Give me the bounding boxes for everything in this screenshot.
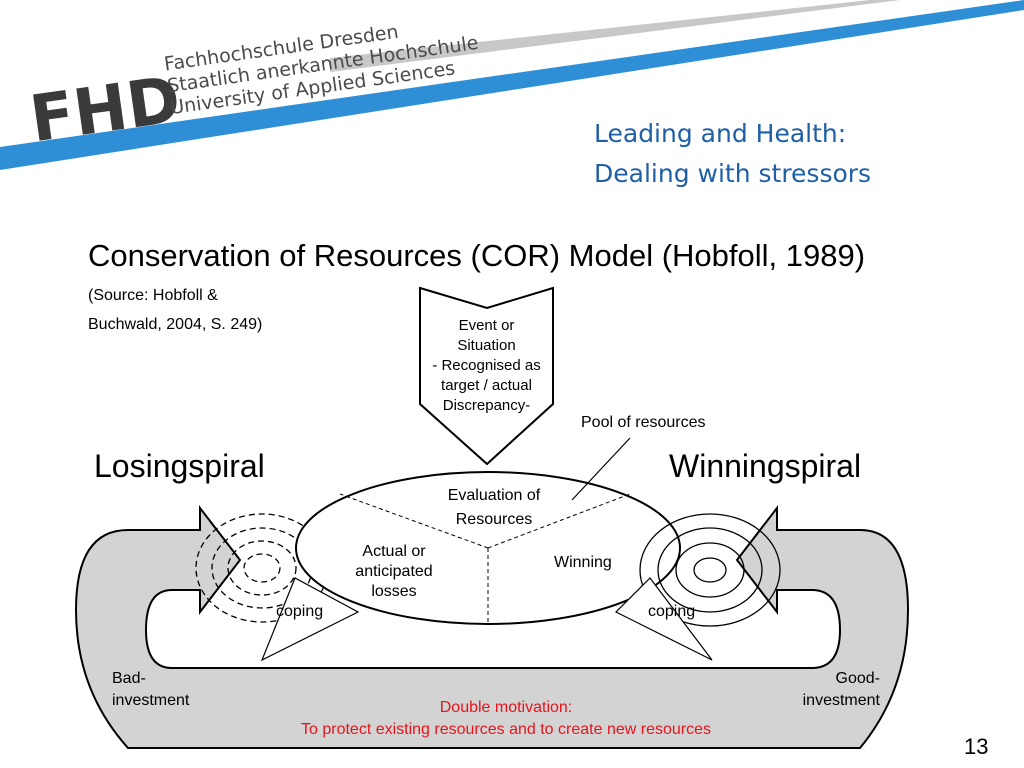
evaluation-line1: Evaluation of	[447, 487, 541, 504]
losing-spiral-label: Losingspiral	[94, 448, 265, 484]
event-line5: Discrepancy-	[442, 397, 531, 414]
bad-line2: investment	[112, 692, 190, 709]
losses-text: Actual or anticipated losses	[336, 542, 452, 602]
header-grey-band	[330, 0, 900, 72]
source-line1: (Source: Hobfoll &	[88, 287, 218, 304]
losses-line2: anticipated	[355, 563, 433, 580]
losses-line3: losses	[371, 583, 417, 600]
header-blue-band	[0, 0, 1024, 170]
evaluation-text: Evaluation of Resources	[426, 484, 562, 532]
good-line2: investment	[802, 692, 880, 709]
event-line1: Event or	[458, 317, 515, 334]
pool-label: Pool of resources	[581, 414, 706, 431]
motivation-line1: Double motivation:	[439, 699, 573, 716]
winning-spiral-label: Winningspiral	[669, 448, 862, 484]
winning-spiral-circles	[639, 513, 781, 627]
event-text: Event or Situation - Recognised as targe…	[420, 316, 553, 416]
investment-loop	[74, 505, 910, 749]
bad-line1: Bad-	[112, 670, 146, 687]
motivation-line2: To protect existing resources and to cre…	[301, 721, 711, 738]
source-line2: Buchwald, 2004, S. 249)	[88, 316, 263, 333]
coping-triangle-right	[614, 577, 713, 661]
evaluation-line2: Resources	[455, 511, 533, 528]
event-line4: target / actual	[441, 377, 532, 394]
coping-triangle-left	[260, 577, 360, 662]
bad-investment-label: Bad- investment	[112, 668, 189, 712]
event-line2: Situation	[457, 337, 516, 354]
double-motivation-text: Double motivation: To protect existing r…	[226, 697, 786, 741]
slide-title: Conservation of Resources (COR) Model (H…	[88, 238, 866, 273]
header-title-line1: Leading and Health:	[594, 119, 847, 148]
losses-line1: Actual or	[362, 543, 426, 560]
event-arrow	[419, 286, 554, 466]
page-number: 13	[964, 734, 989, 759]
coping-right-label: coping	[648, 603, 696, 620]
ellipse-dividers	[339, 493, 631, 624]
winning-sector-label: Winning	[554, 554, 612, 571]
coping-left-label: coping	[276, 603, 324, 620]
good-line1: Good-	[835, 670, 880, 687]
event-line3: - Recognised as	[432, 357, 541, 374]
header-title-line2: Dealing with stressors	[594, 159, 872, 188]
pool-pointer-line	[571, 437, 631, 501]
good-investment-label: Good- investment	[786, 668, 880, 712]
